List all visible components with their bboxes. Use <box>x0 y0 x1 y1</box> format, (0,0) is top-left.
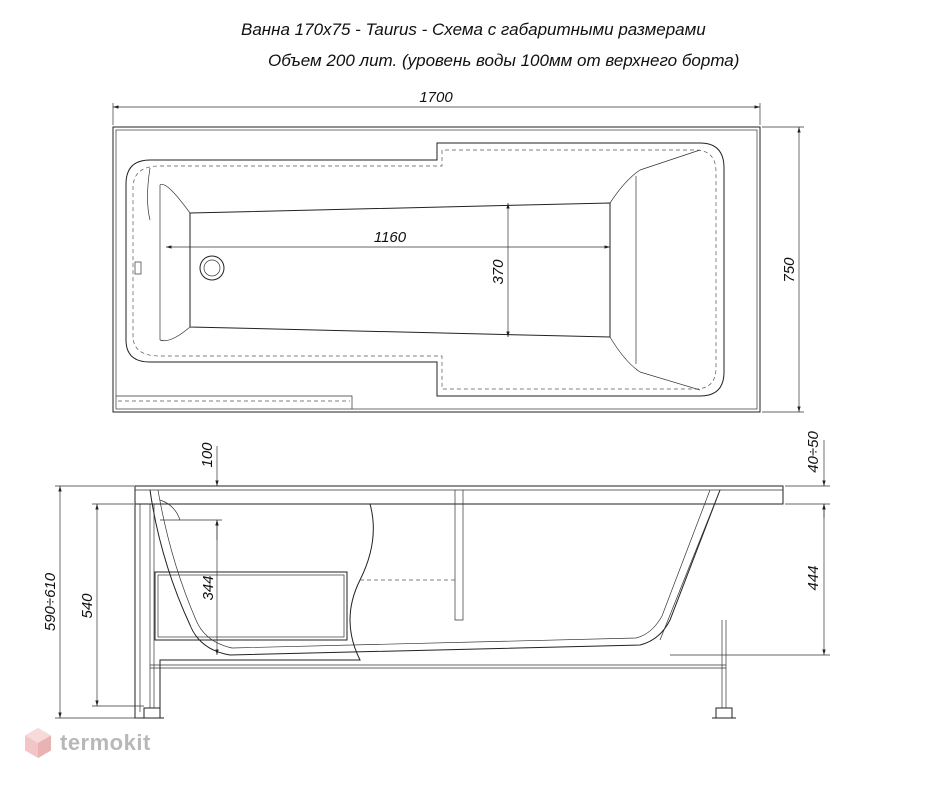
dim-rim-height: 40÷50 <box>805 431 822 473</box>
side-rim <box>134 485 784 505</box>
dim-total-height: 590÷610 <box>42 572 59 631</box>
diagram-title: Ванна 170x75 - Taurus - Схема с габаритн… <box>241 20 706 39</box>
foot-left <box>143 707 161 719</box>
top-view: 1700 750 1160 370 <box>112 89 804 413</box>
watermark: termokit <box>24 727 151 759</box>
dim-depth-to-bottom: 444 <box>805 565 822 590</box>
dim-inner-length: 1160 <box>374 229 407 246</box>
tub-outer-outline <box>112 126 761 413</box>
dim-body-height: 540 <box>79 593 96 619</box>
tub-inner-rim-dashed <box>132 149 717 390</box>
hexagon-logo-icon <box>25 728 51 758</box>
side-panel <box>140 503 374 712</box>
overflow-icon <box>134 261 142 275</box>
dim-overall-width: 750 <box>781 257 798 283</box>
skirt-box <box>154 571 348 641</box>
drain-icon <box>203 259 221 277</box>
dim-overall-length: 1700 <box>419 89 453 106</box>
side-view: 100 344 40÷50 444 540 590÷610 <box>42 431 830 719</box>
foot-right <box>715 707 733 719</box>
tub-rim-outline <box>115 129 758 410</box>
basin-floor <box>189 202 611 338</box>
front-shelf <box>116 395 353 409</box>
basin-profile <box>149 489 721 656</box>
drain-outer <box>199 255 225 281</box>
dim-inner-depth: 344 <box>200 575 217 600</box>
diagram-subtitle: Объем 200 лит. (уровень воды 100мм от ве… <box>268 51 740 70</box>
watermark-text: termokit <box>60 730 151 755</box>
dim-water-level: 100 <box>199 442 216 468</box>
tub-inner-rim <box>125 142 725 397</box>
dim-inner-width: 370 <box>490 259 507 285</box>
